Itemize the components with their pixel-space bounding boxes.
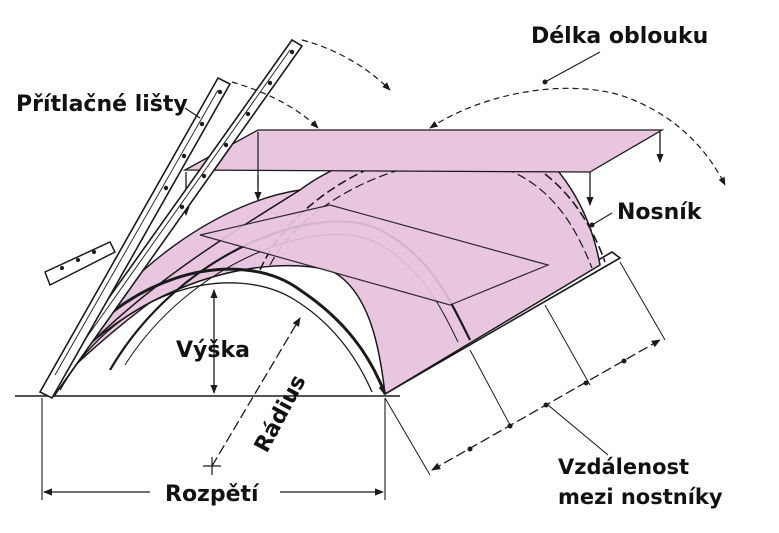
clamping-strips-leader [184, 107, 201, 119]
beam-spacing-dots [467, 358, 627, 452]
loose-strip [44, 241, 117, 287]
arc-length-arc-main [429, 87, 726, 186]
front-arch-rib-inner [59, 282, 373, 393]
clamping-strip-2 [38, 76, 232, 400]
beam-leader [591, 212, 613, 226]
arc-length-arc-1 [301, 39, 391, 91]
radius-line [211, 317, 301, 467]
arc-length-dot [542, 79, 548, 85]
height-label: Výška [176, 338, 250, 363]
arc-length-leader [544, 51, 601, 83]
beam-spacing-leader [547, 404, 609, 456]
arc-length-label: Délka oblouku [531, 24, 709, 49]
beam-label: Nosník [617, 200, 702, 225]
beam-spacing-label-line2: mezi nostníky [558, 485, 723, 509]
lower-sheet [199, 204, 550, 306]
upper-sheet [182, 129, 665, 173]
beam-dot [589, 222, 595, 228]
radius-center-mark [203, 457, 221, 475]
beam-spacing-label-line1: Vzdálenost [558, 455, 690, 479]
span-label: Rozpětí [165, 482, 259, 507]
clamping-strips-label: Přítlačné lišty [16, 92, 188, 117]
beam-spacing-label: Vzdálenost mezi nostníky [558, 452, 758, 512]
